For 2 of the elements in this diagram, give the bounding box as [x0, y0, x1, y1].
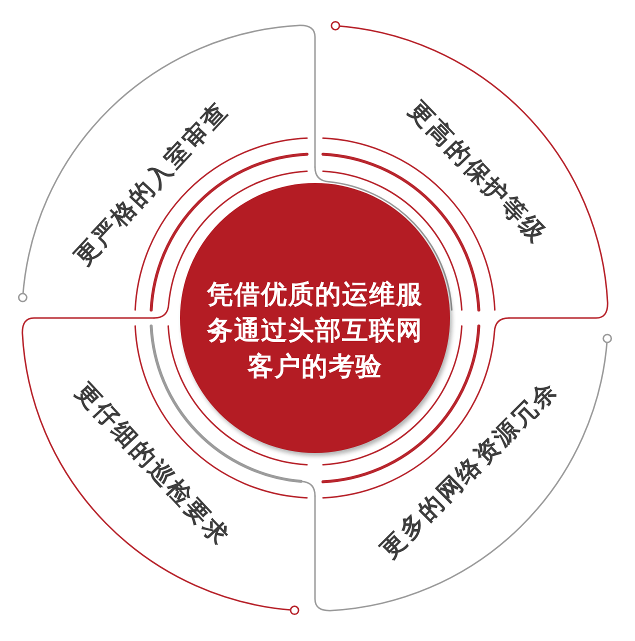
segment-label: 更严格的入室审查 — [70, 98, 234, 270]
segment-label: 更高的保护等级 — [404, 98, 550, 248]
